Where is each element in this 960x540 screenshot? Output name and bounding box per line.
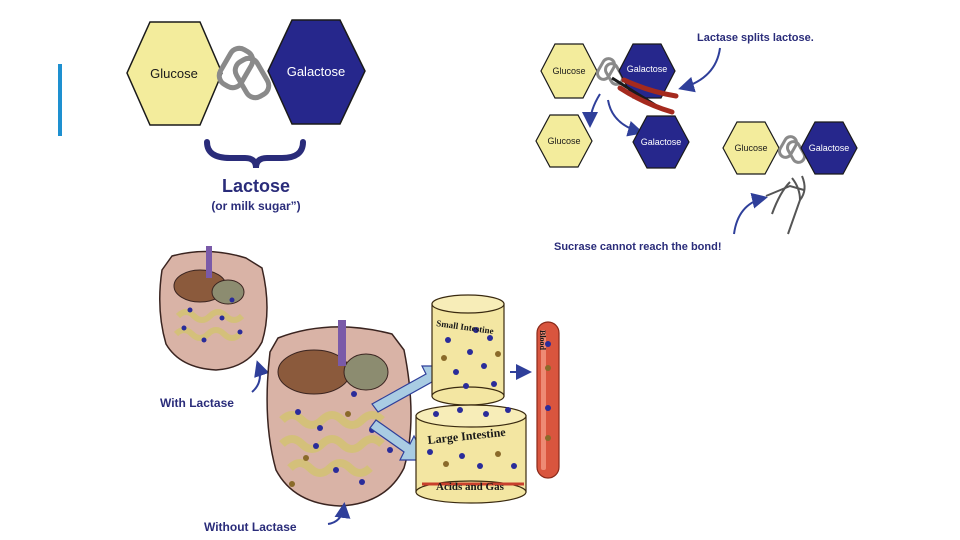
- glucose-hexagon-1: [540, 43, 598, 99]
- galactose-label-1: Galactose: [627, 64, 668, 74]
- accent-bar: [58, 64, 62, 136]
- glucose-label-1: Glucose: [552, 66, 585, 76]
- blood-label: Blood: [538, 330, 547, 351]
- glucose-label: Glucose: [150, 66, 198, 81]
- blood-tube: [536, 321, 560, 479]
- without-lactase-arrow: [327, 502, 351, 525]
- pliers-icon: [765, 175, 806, 235]
- split-arrow-left: [582, 93, 601, 128]
- lactose-molecule: Glucose Galactose Lactose (or milk sugar…: [126, 19, 366, 213]
- flow-arrow-large: [369, 419, 427, 461]
- with-lactase-arrow: [251, 360, 270, 393]
- split-arrow-right: [607, 99, 644, 137]
- lactase-arrow: [678, 47, 721, 93]
- glucose-label-2: Glucose: [547, 136, 580, 146]
- lactose-title: Lactose: [222, 176, 290, 196]
- galactose-hexagon-3: [800, 121, 858, 175]
- without-lactase-label: Without Lactase: [204, 520, 297, 534]
- with-lactase-torso: [159, 246, 268, 371]
- galactose-label-2: Galactose: [641, 137, 682, 147]
- sucrase-caption: Sucrase cannot reach the bond!: [554, 241, 721, 253]
- galactose-hexagon-2: [632, 115, 690, 169]
- lactose-subtitle: (or milk sugar”): [211, 199, 300, 213]
- galactose-label: Galactose: [287, 64, 346, 79]
- galactose-label-3: Galactose: [809, 143, 850, 153]
- enzyme-diagram: Lactase splits lactose. Glucose Galactos…: [535, 32, 858, 253]
- with-lactase-label: With Lactase: [160, 396, 234, 410]
- large-intestine-cylinder: [415, 404, 527, 504]
- brace-icon: [204, 139, 306, 169]
- glucose-label-3: Glucose: [734, 143, 767, 153]
- glucose-hexagon: [126, 21, 223, 126]
- galactose-hexagon: [267, 19, 366, 125]
- glucose-hexagon-2: [535, 114, 593, 168]
- glucose-hexagon-3: [722, 121, 780, 175]
- lactase-caption: Lactase splits lactose.: [697, 32, 814, 44]
- chain-link-icon: [216, 45, 272, 101]
- without-lactase-torso: [266, 320, 412, 507]
- small-intestine-cylinder: [431, 294, 505, 406]
- acids-gas-label: Acids and Gas: [436, 481, 505, 493]
- sucrase-arrow: [733, 192, 768, 235]
- scissors-icon: [611, 76, 679, 115]
